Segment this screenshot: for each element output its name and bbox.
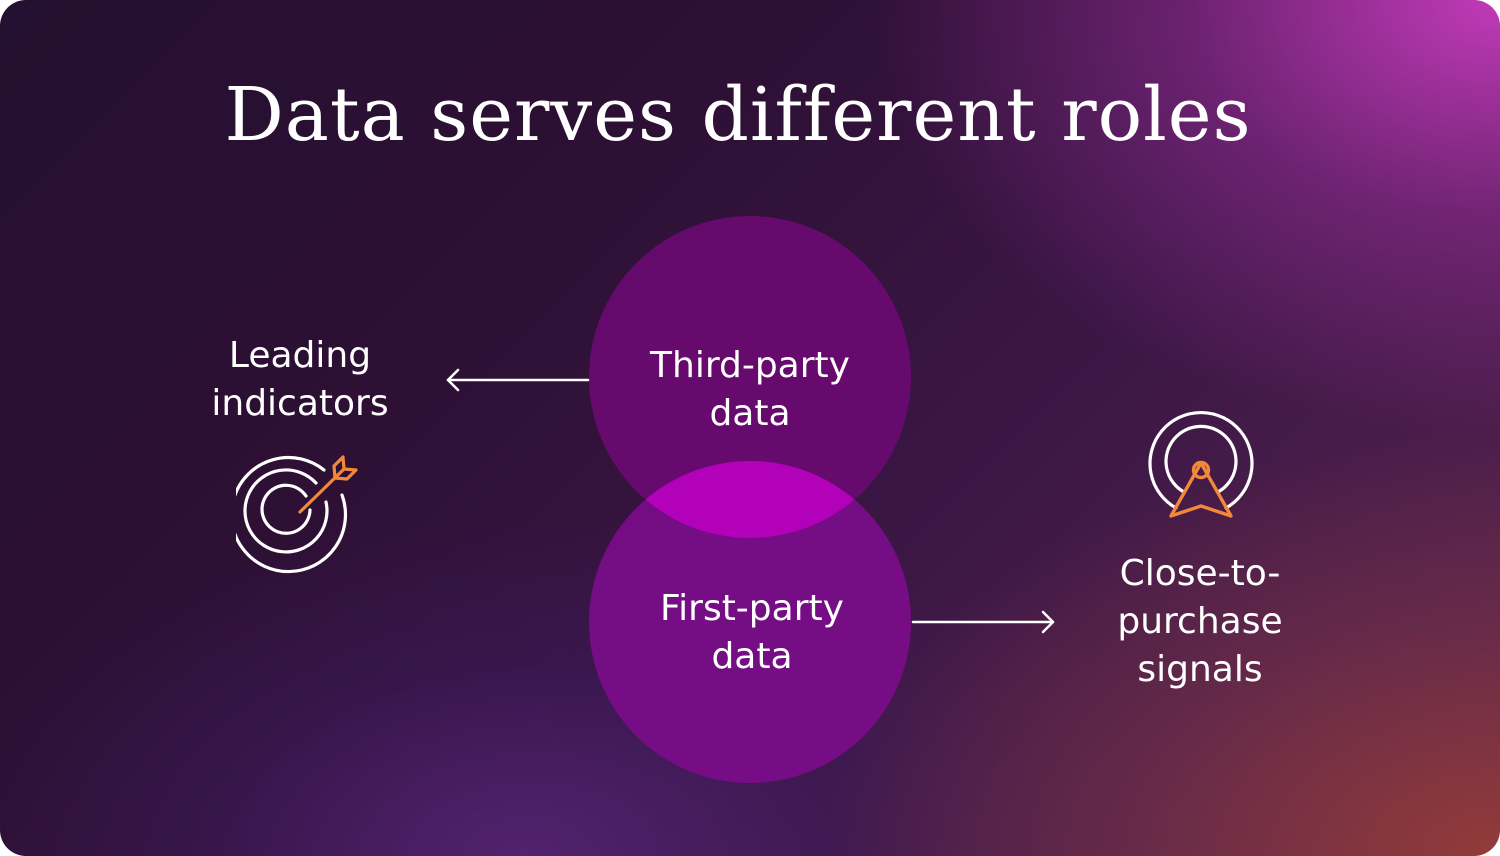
first-party-label-line2: data [711,636,793,677]
close-to-purchase-line2: purchase [1117,601,1283,642]
right-arrow [911,610,1055,634]
third-party-label-line2: data [709,393,791,434]
close-to-purchase-line1: Close-to- [1119,553,1281,594]
target-arrow-icon [236,455,358,574]
page-title: Data serves different roles [224,72,1252,158]
left-arrow [446,368,590,392]
leading-indicators-label: Leading indicators [140,332,460,428]
close-to-purchase-label: Close-to- purchase signals [1040,550,1360,694]
third-party-label-line1: Third-party [650,345,850,386]
leading-indicators-line2: indicators [211,383,389,424]
signal-location-icon [1148,410,1254,518]
leading-indicators-line1: Leading [228,335,372,376]
third-party-label: Third-party data [600,342,900,438]
first-party-label: First-party data [602,585,902,681]
first-party-label-line1: First-party [660,588,844,629]
third-party-circle [589,216,911,538]
close-to-purchase-line3: signals [1137,649,1263,690]
first-party-circle [589,461,911,783]
